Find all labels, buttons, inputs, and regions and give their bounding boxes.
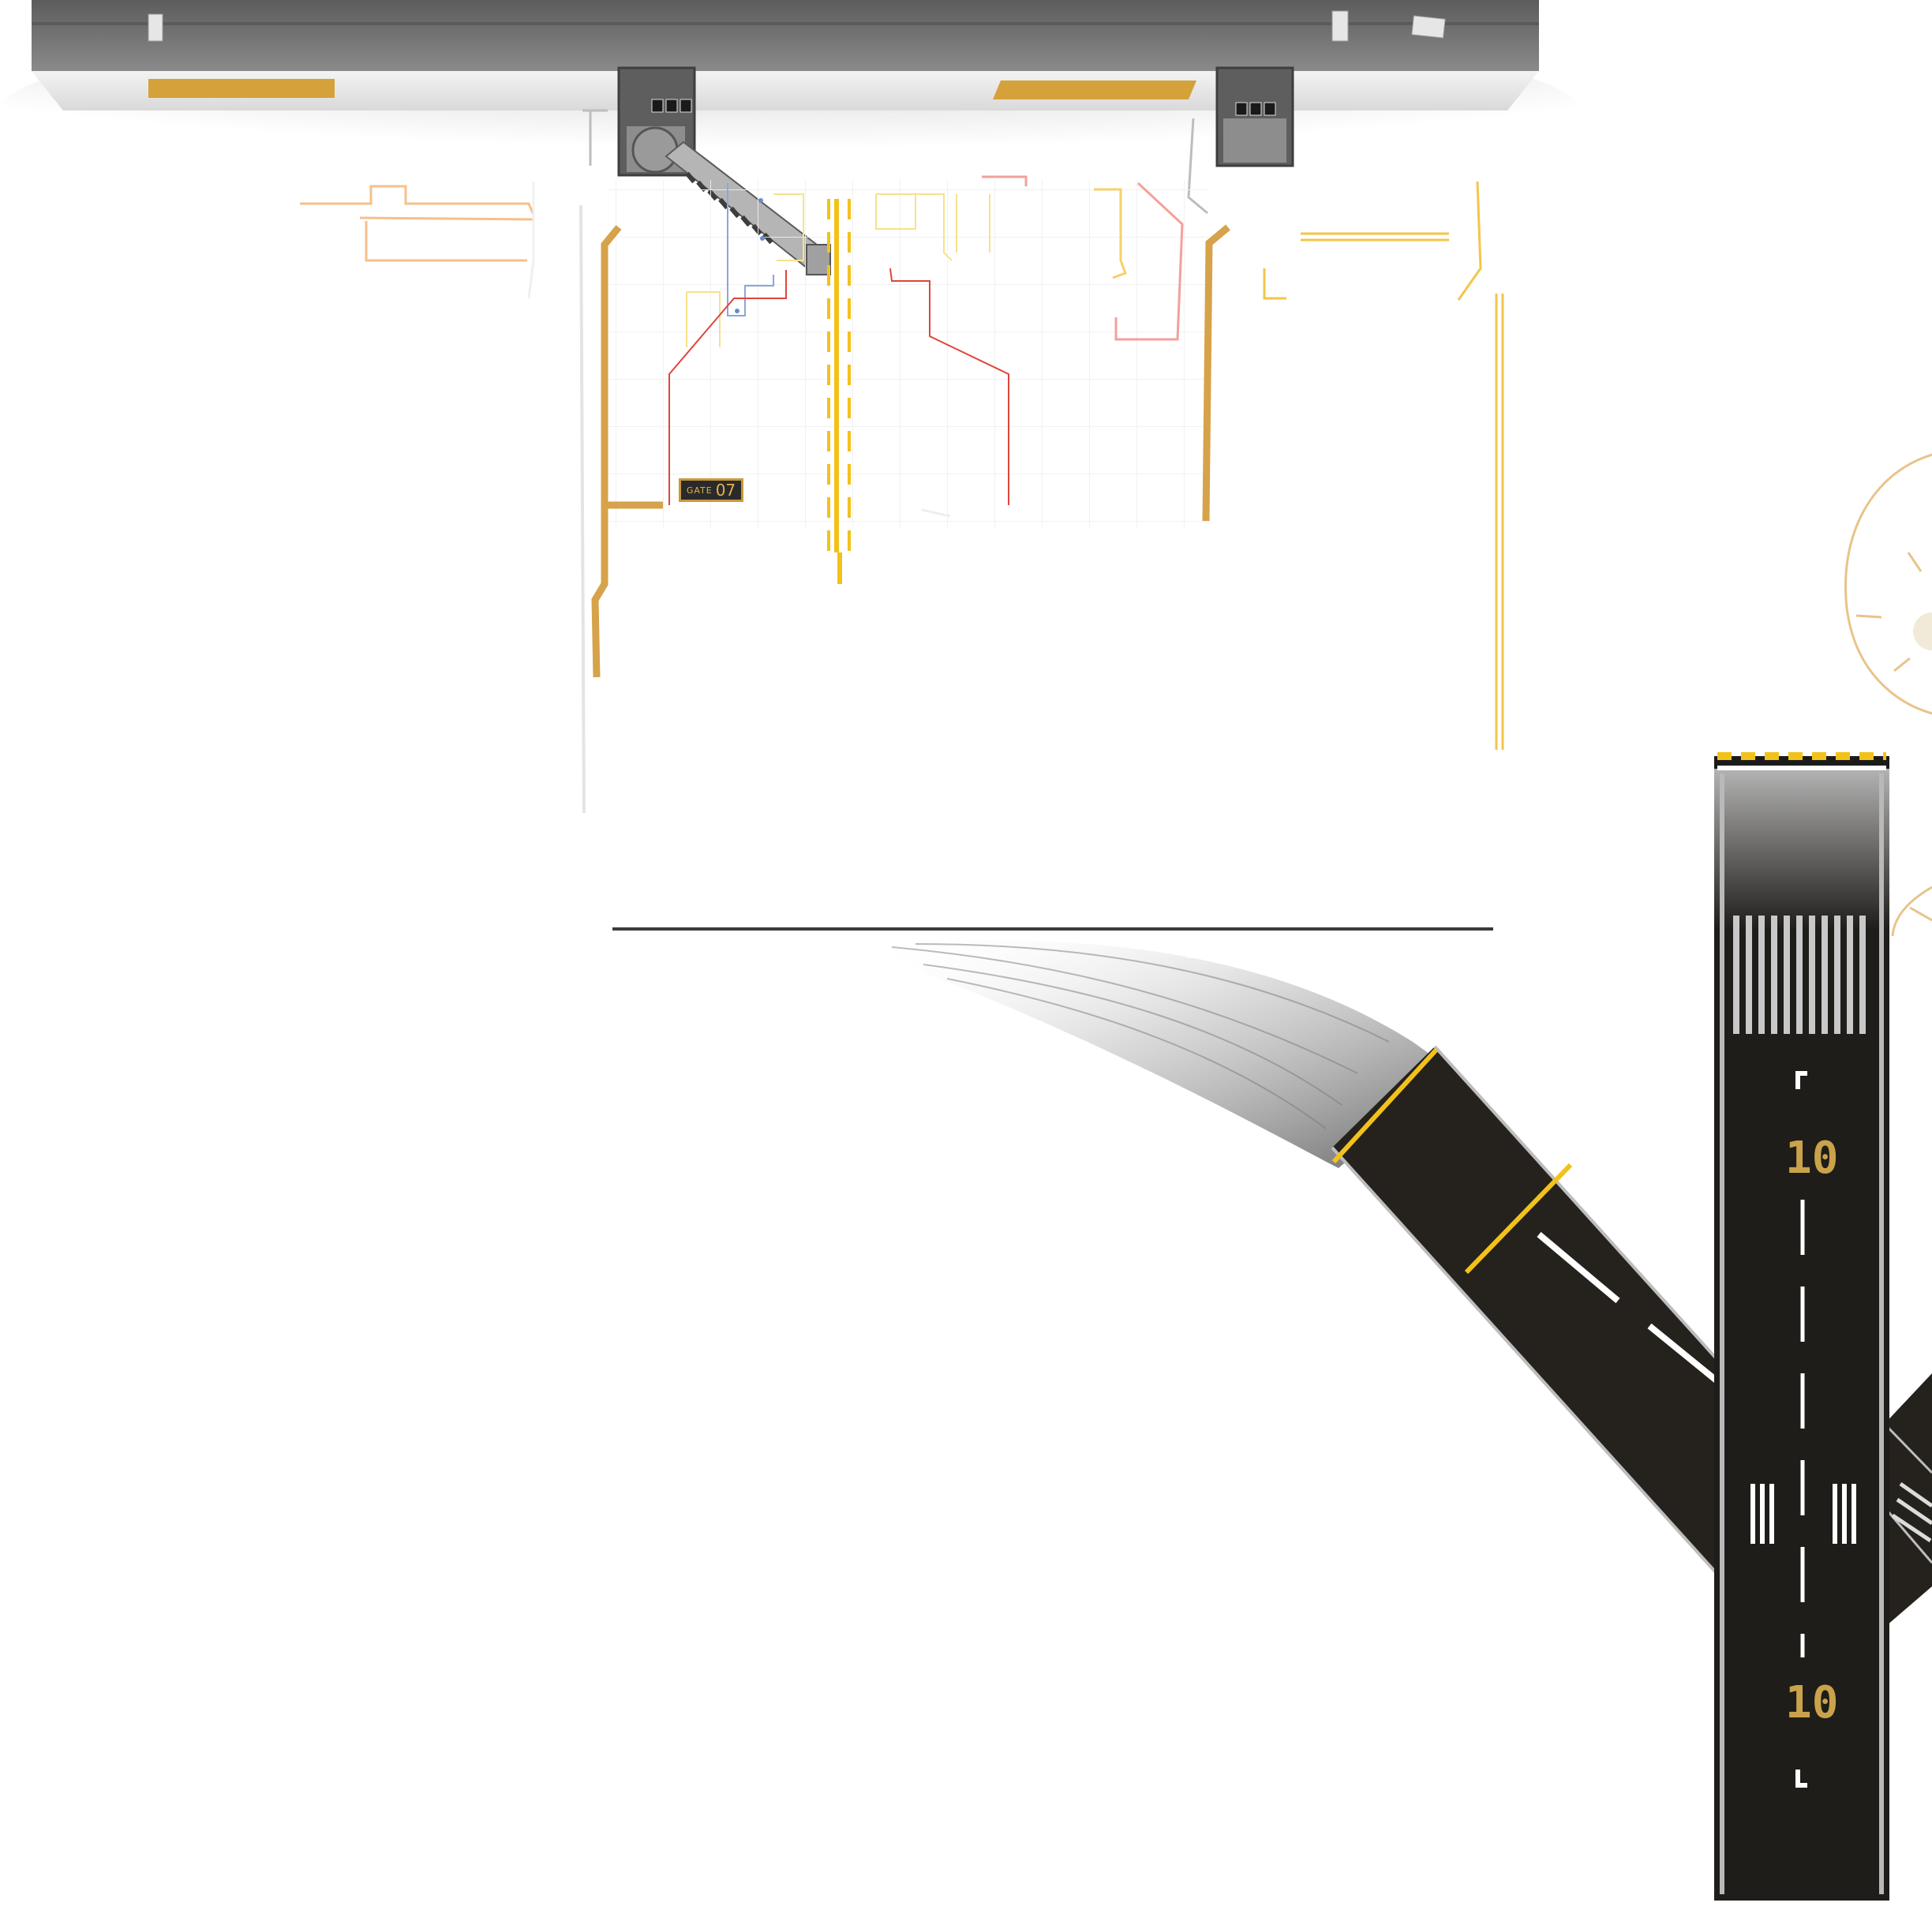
- lead-in-line-left: [591, 225, 622, 678]
- roof-vent: [148, 13, 163, 42]
- service-outline: [727, 183, 774, 316]
- apron: [300, 175, 1504, 931]
- gate-sign: GATE 07: [679, 478, 743, 502]
- facade-accent: [148, 79, 335, 98]
- roof-vent: [1331, 10, 1349, 42]
- touchdown-zone-markings: [1750, 1484, 1856, 1544]
- taxiway-centerline: [1537, 1231, 1720, 1384]
- taxiway-smear: [876, 940, 1452, 1168]
- lead-in-line-right: [1202, 224, 1230, 522]
- stand-outline-left: [300, 185, 535, 215]
- runway-number-bottom: 10: [1785, 1677, 1839, 1728]
- gate-word: GATE: [686, 485, 713, 496]
- roundabout-decor: [1844, 453, 1932, 937]
- jet-bridge-2: [1215, 66, 1294, 167]
- facade-accent: [993, 81, 1196, 99]
- stand-outline-left-lower: [359, 216, 534, 262]
- threshold-markings: [1733, 916, 1866, 1034]
- aircraft-stand-envelope: [668, 268, 1009, 505]
- terminal-building: [32, 0, 1539, 110]
- hold-short-line: [1331, 1047, 1439, 1164]
- runway-number-top: 10: [1785, 1133, 1839, 1184]
- gate-number: 07: [715, 481, 736, 500]
- roof-vent: [1411, 15, 1446, 39]
- runway: [1714, 752, 1889, 1901]
- ground-streaks: [921, 508, 951, 518]
